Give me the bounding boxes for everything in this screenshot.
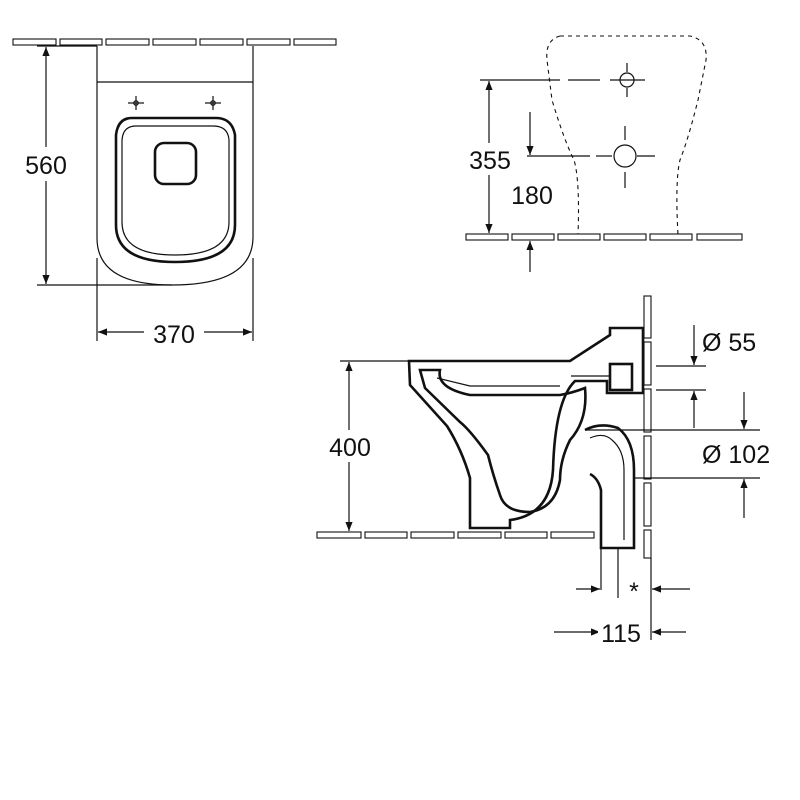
seat-height-label: 400 <box>329 434 371 462</box>
top-view: 560 370 <box>12 38 337 349</box>
bowl-section-outer <box>407 326 645 530</box>
outlet-diameter-label: Ø 102 <box>702 441 770 469</box>
front-view-floor-tiles <box>465 233 743 241</box>
front-view: 355 180 <box>462 35 743 272</box>
bowl-section-inner <box>418 368 587 514</box>
width-dimension-label: 370 <box>153 321 195 349</box>
depth-dimension-label: 560 <box>25 152 67 180</box>
side-view-floor-tiles <box>316 531 595 539</box>
inlet-diameter-label: Ø 55 <box>702 329 756 357</box>
fixing-point-icon <box>128 96 144 110</box>
top-view-outlet <box>153 141 198 186</box>
lower-fixing-crosshair-icon <box>596 126 655 188</box>
fixing-height-label: 355 <box>469 147 511 175</box>
front-view-outline <box>560 35 707 236</box>
wall-distance-label: 115 <box>601 620 641 648</box>
fixing-point-icon <box>205 96 221 110</box>
waste-pipe <box>584 424 636 550</box>
fixing-offset-label: 180 <box>511 182 553 210</box>
side-view: 400 Ø 55 Ø 102 * 115 <box>316 295 770 648</box>
upper-fixing-crosshair-icon <box>568 63 645 97</box>
side-view-wall-tiles <box>643 295 652 559</box>
water-inlet <box>608 362 634 392</box>
variable-dimension-mark: * <box>629 578 639 606</box>
top-view-wall-tiles <box>12 38 337 46</box>
top-view-rim <box>114 116 237 264</box>
